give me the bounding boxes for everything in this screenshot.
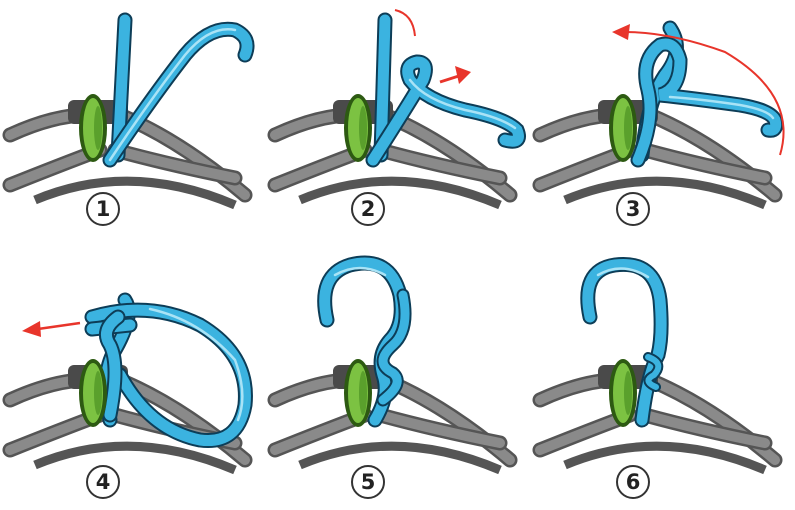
green-ring: [609, 359, 637, 427]
step-2-badge: 2: [351, 192, 385, 226]
step-5-badge: 5: [351, 465, 385, 499]
step-3-panel: 3: [530, 0, 795, 255]
rope-strands: [540, 115, 775, 205]
green-ring: [609, 94, 637, 162]
step-6-illustration: [530, 255, 795, 510]
step-1-badge: 1: [86, 192, 120, 226]
green-ring: [79, 359, 107, 427]
step-5-illustration: [265, 255, 530, 510]
blue-cord: [92, 300, 245, 441]
step-6-badge: 6: [616, 465, 650, 499]
green-ring: [344, 94, 372, 162]
green-ring: [344, 359, 372, 427]
rope-strands: [540, 380, 775, 470]
step-2-illustration: [265, 0, 530, 255]
step-1-panel: 1: [0, 0, 265, 255]
step-2-panel: 2: [265, 0, 530, 255]
step-1-illustration: [0, 0, 265, 255]
step-5-panel: 5: [265, 255, 530, 510]
step-4-badge: 4: [86, 465, 120, 499]
green-ring: [79, 94, 107, 162]
direction-arrow: [22, 321, 80, 337]
step-4-illustration: [0, 255, 265, 510]
step-3-illustration: [530, 0, 795, 255]
step-4-panel: 4: [0, 255, 265, 510]
step-3-badge: 3: [616, 192, 650, 226]
step-6-panel: 6: [530, 255, 795, 510]
